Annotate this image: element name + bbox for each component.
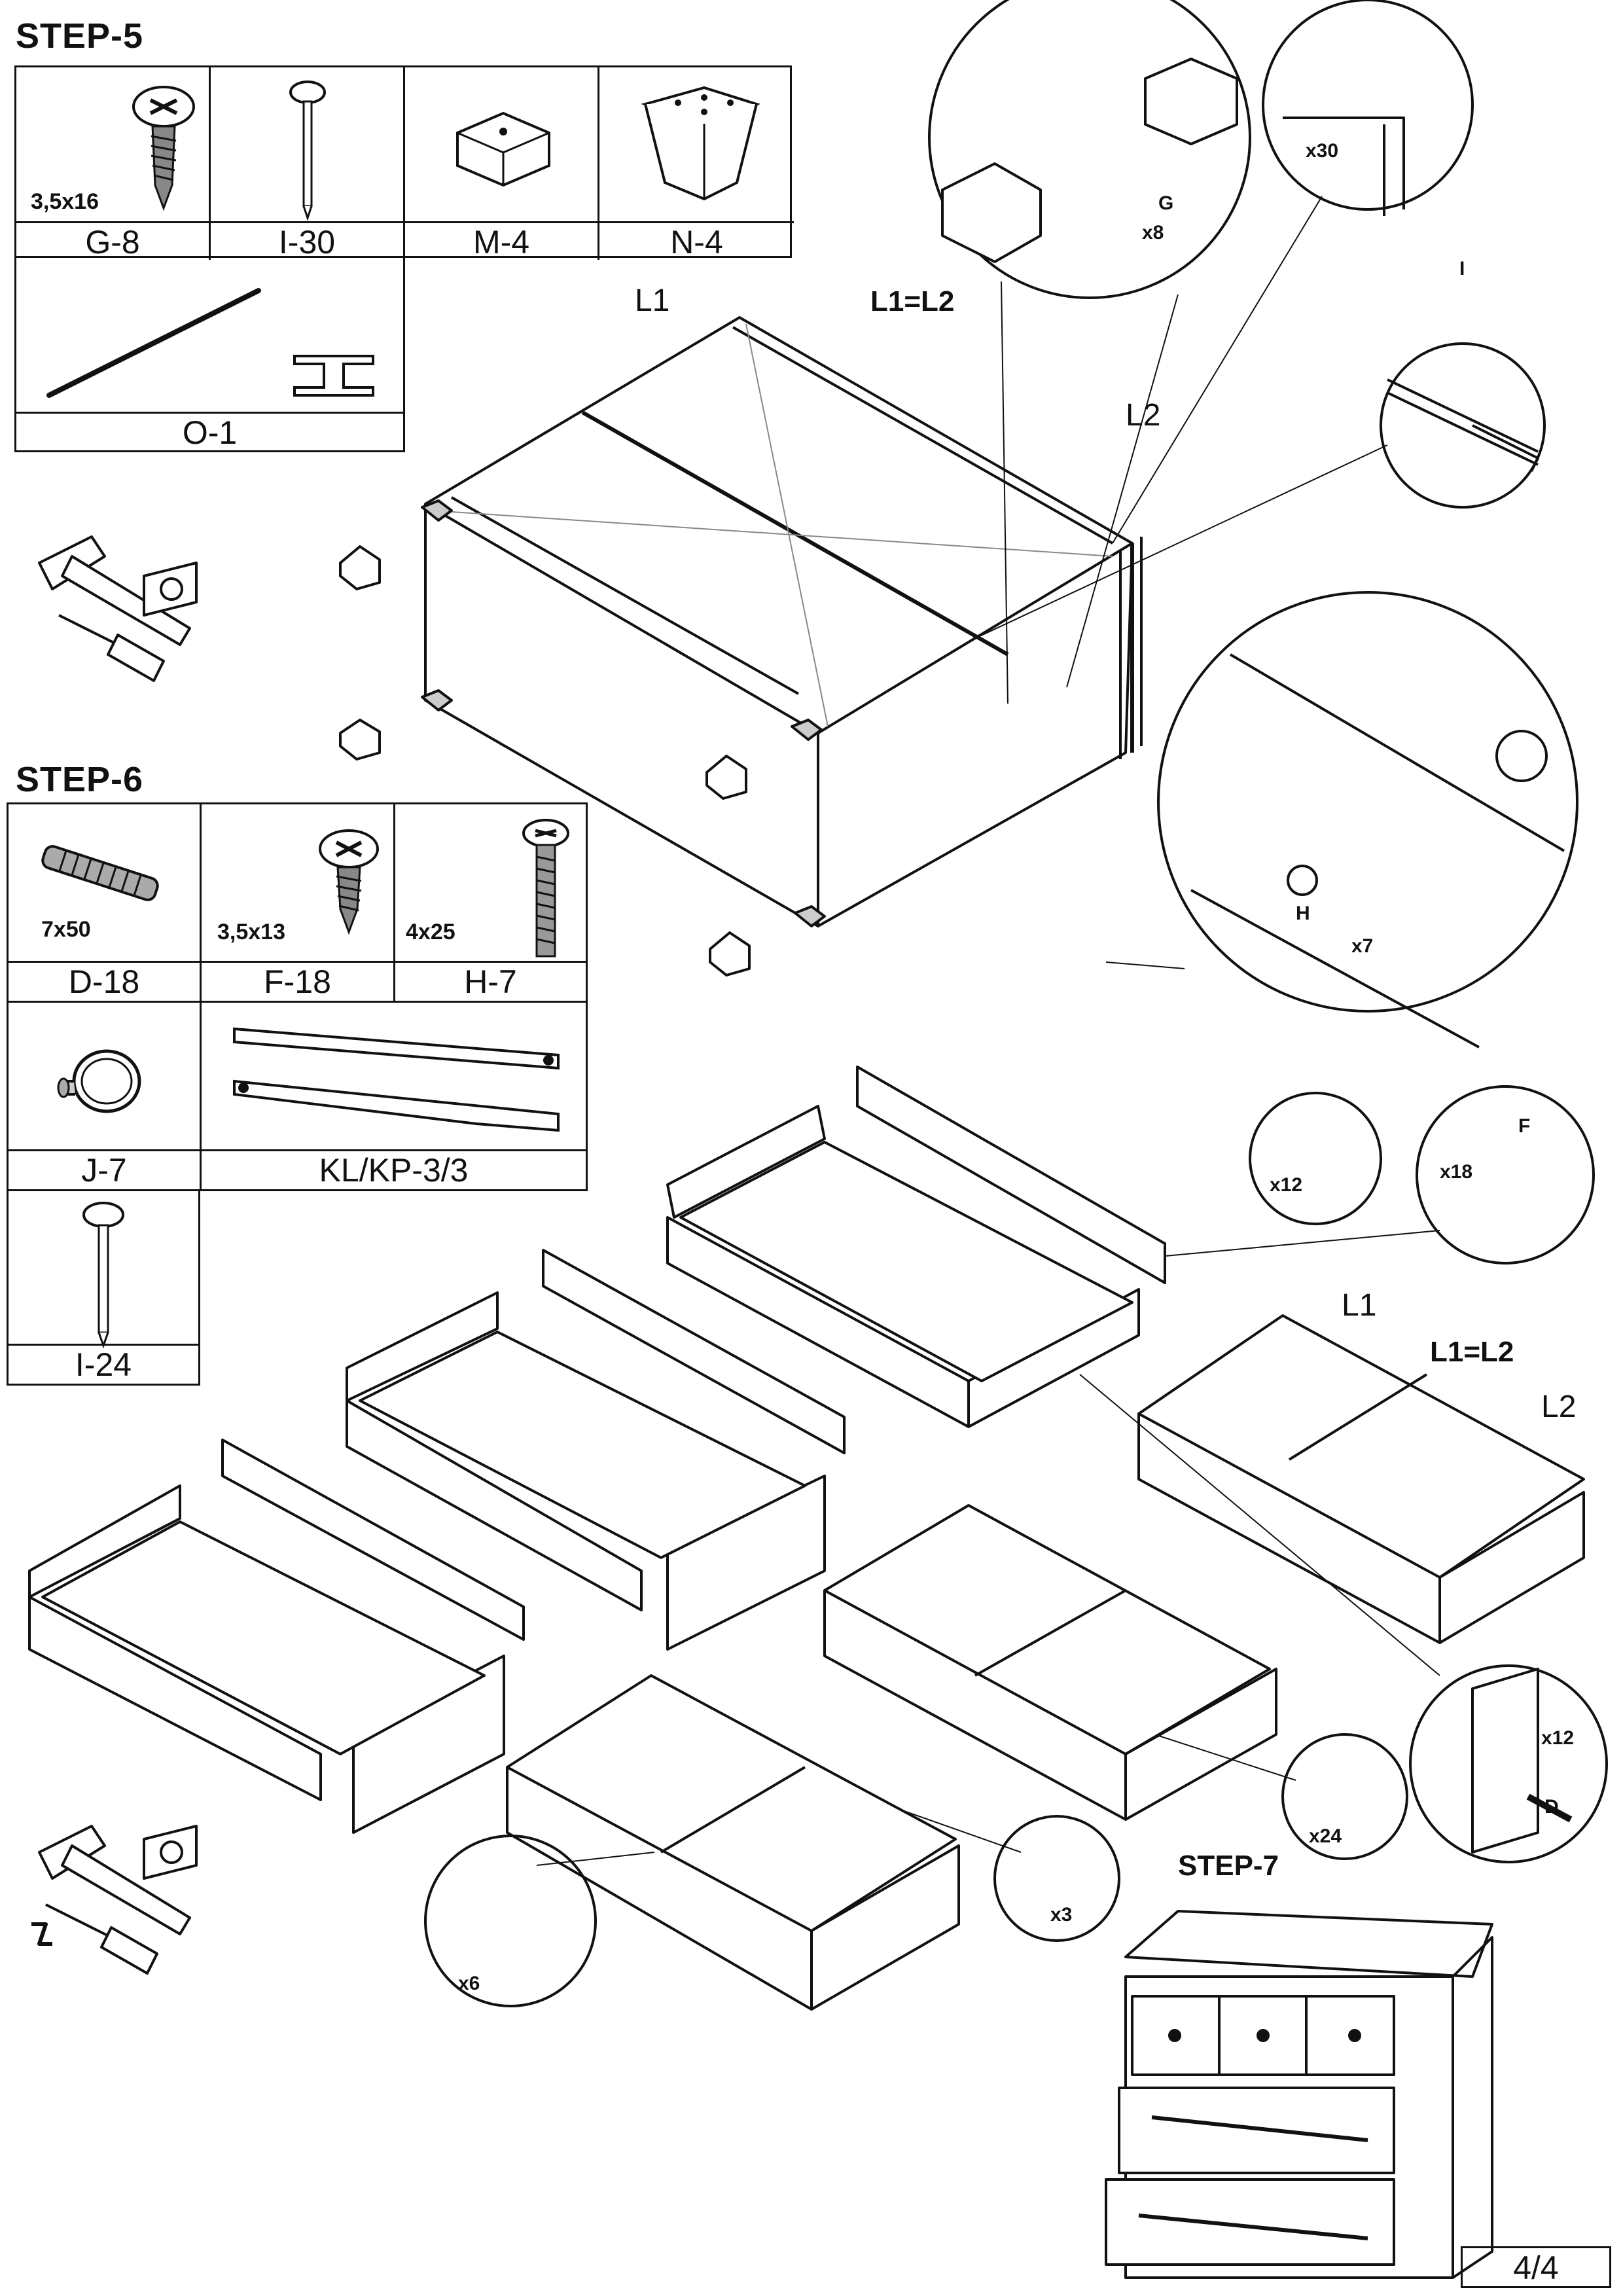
zoom-g-qty: x8 — [1142, 222, 1164, 243]
l1-label-top: L1 — [635, 283, 669, 318]
corner-bracket-icon — [456, 111, 550, 187]
drawer-runner-icon — [233, 1027, 560, 1132]
part-size-h: 4x25 — [406, 920, 455, 944]
drawer-assembled-middle — [823, 1504, 1277, 1821]
rod-profile-icon — [293, 355, 374, 397]
zoom-h-qty: x7 — [1351, 935, 1373, 957]
rod-icon — [46, 288, 261, 398]
feet — [339, 545, 751, 977]
hammer-icon-2 — [38, 1825, 191, 1935]
part-code-n: N-4 — [599, 221, 794, 260]
screw-icon — [319, 829, 379, 935]
drawer-assembled-right — [1137, 1314, 1585, 1644]
part-size-g: 3,5x16 — [31, 189, 99, 214]
part-cell-o: O-1 — [16, 258, 403, 451]
zoom-f-qty: x18 — [1440, 1161, 1472, 1183]
page-number: 4/4 — [1461, 2246, 1611, 2288]
part-cell-h: 4x25 H-7 — [395, 804, 586, 1001]
screwdriver-icon-2 — [45, 1903, 158, 1975]
part-cell-d: 7x50 D-18 — [9, 804, 202, 1001]
drawer-top — [666, 1066, 1166, 1428]
step6-title: STEP-6 — [16, 760, 144, 799]
zoom-circle-rod — [1380, 342, 1546, 509]
part-cell-i: I-30 — [211, 67, 405, 260]
page-number-text: 4/4 — [1513, 2250, 1559, 2286]
part-code-g: G-8 — [16, 221, 209, 260]
step5-parts-table: 3,5x16 G-8 I-30 M-4 N-4 — [14, 65, 794, 260]
step7-title: STEP-7 — [1178, 1850, 1279, 1882]
eq-label-right: L1=L2 — [1430, 1336, 1514, 1368]
screwdriver-icon — [58, 614, 165, 682]
step5-rod-table: O-1 — [14, 256, 405, 452]
dowel-icon — [41, 845, 159, 901]
eq-label-top: L1=L2 — [870, 285, 954, 317]
part-code-kl: KL/KP-3/3 — [202, 1149, 586, 1189]
foot-icon — [641, 86, 761, 201]
part-code-o: O-1 — [16, 412, 403, 451]
part-cell-j: J-7 — [9, 1003, 202, 1189]
part-size-d: 7x50 — [41, 917, 91, 942]
zoom-circle-i24 — [1281, 1733, 1408, 1860]
knob-icon — [57, 1049, 141, 1113]
corner-brackets — [421, 499, 826, 927]
step5-title: STEP-5 — [16, 16, 144, 56]
zoom-c-qty: x12 — [1270, 1174, 1302, 1196]
part-cell-m: M-4 — [405, 67, 599, 260]
bolt-icon — [522, 819, 569, 958]
part-code-i24: I-24 — [9, 1344, 198, 1384]
part-cell-f: 3,5x13 F-18 — [202, 804, 395, 1001]
step6-nail-table: I-24 — [7, 1189, 200, 1386]
zoom-d-letter: D — [1544, 1796, 1559, 1818]
part-cell-kl: KL/KP-3/3 — [202, 1003, 586, 1189]
drawer-bottom-left — [28, 1439, 525, 1834]
zoom-f-letter: F — [1518, 1115, 1530, 1137]
zoom-i30-qty: x30 — [1306, 140, 1338, 162]
tape-icon — [143, 562, 198, 617]
zoom-h-letter: H — [1296, 903, 1310, 924]
zoom-circle-c — [1249, 1092, 1382, 1225]
finished-chest — [1105, 1910, 1493, 2279]
part-code-j: J-7 — [9, 1149, 200, 1189]
part-cell-i24: I-24 — [9, 1191, 198, 1384]
zoom-x6-qty: x6 — [458, 1973, 480, 1994]
part-size-f: 3,5x13 — [217, 920, 285, 944]
l2-label-top: L2 — [1126, 398, 1160, 433]
nail-icon — [289, 81, 326, 221]
zoom-circle-i30 — [1262, 0, 1474, 211]
cabinet-carcass — [424, 316, 1143, 927]
zoom-circle-x3 — [993, 1815, 1120, 1942]
zoom-d-qty: x12 — [1541, 1727, 1574, 1749]
part-code-h: H-7 — [395, 961, 586, 1001]
step6-parts-table: 7x50 D-18 3,5x13 F-18 4x25 H-7 J-7 — [7, 802, 588, 1191]
drawer-assembled-lower — [506, 1674, 960, 2011]
screw-icon — [132, 86, 195, 211]
zoom-g-letter: G — [1158, 192, 1173, 214]
zoom-circle-h — [1157, 591, 1578, 1013]
zoom-circle-f — [1416, 1085, 1595, 1265]
part-cell-g: 3,5x16 G-8 — [16, 67, 211, 260]
zoom-i30-letter: I — [1459, 258, 1465, 279]
l1-label-right: L1 — [1342, 1288, 1376, 1323]
zoom-x3-qty: x3 — [1050, 1904, 1072, 1926]
part-code-f: F-18 — [202, 961, 393, 1001]
part-code-i: I-30 — [211, 221, 403, 260]
tape-icon-2 — [143, 1825, 198, 1880]
part-cell-n: N-4 — [599, 67, 794, 260]
part-code-d: D-18 — [9, 961, 200, 1001]
nail-icon — [82, 1202, 124, 1348]
l2-label-right: L2 — [1541, 1390, 1576, 1424]
hammer-icon — [38, 535, 191, 646]
zoom-i24-qty: x24 — [1309, 1825, 1342, 1847]
drawer-middle — [346, 1249, 846, 1651]
part-code-m: M-4 — [405, 221, 597, 260]
